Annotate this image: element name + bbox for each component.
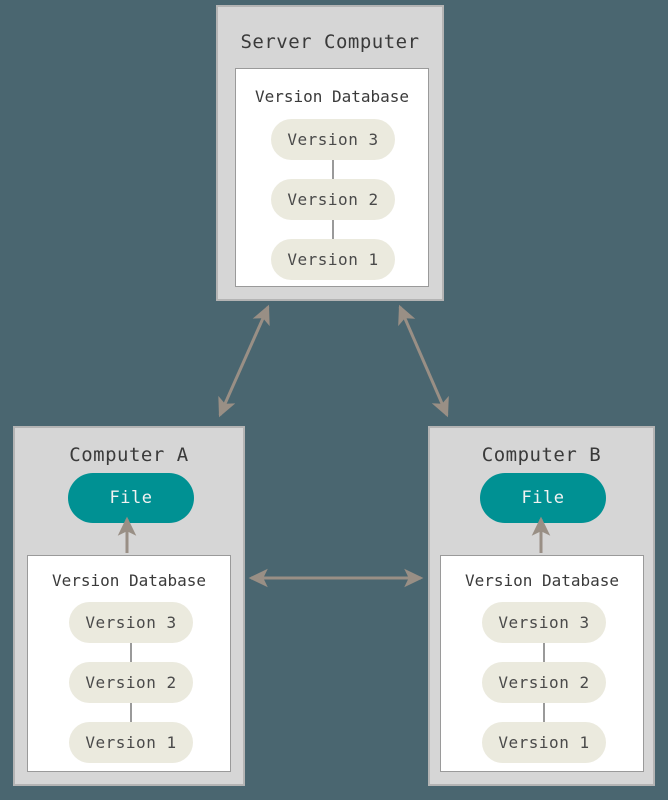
computer-b-version-pill-2[interactable]: Version 2	[482, 662, 606, 703]
computer-a-title: Computer A	[69, 444, 189, 466]
computer-a-version-link-3-2	[130, 643, 132, 662]
server-computer-title: Server Computer	[240, 31, 420, 53]
server-version-pill-1[interactable]: Version 1	[271, 239, 395, 280]
arrow-server-to-computer-b	[398, 304, 449, 418]
server-version-database-box[interactable]: Version Database Version 3 Version 2 Ver…	[235, 68, 429, 287]
computer-a-box[interactable]: Computer A File Version Database Version…	[13, 426, 245, 786]
computer-b-box[interactable]: Computer B File Version Database Version…	[428, 426, 655, 786]
computer-b-version-link-2-1	[543, 703, 545, 722]
computer-a-file-pill[interactable]: File	[68, 473, 194, 523]
computer-a-version-link-2-1	[130, 703, 132, 722]
computer-b-version-database-title: Version Database	[464, 571, 620, 590]
server-computer-box[interactable]: Server Computer Version Database Version…	[216, 5, 444, 301]
computer-b-version-pill-1[interactable]: Version 1	[482, 722, 606, 763]
computer-a-version-database-box[interactable]: Version Database Version 3 Version 2 Ver…	[27, 555, 231, 772]
computer-a-version-pill-1[interactable]: Version 1	[69, 722, 193, 763]
computer-a-version-pill-2[interactable]: Version 2	[69, 662, 193, 703]
computer-b-version-link-3-2	[543, 643, 545, 662]
computer-a-version-database-title: Version Database	[51, 571, 207, 590]
server-version-pill-2[interactable]: Version 2	[271, 179, 395, 220]
arrow-server-to-computer-a	[218, 304, 270, 418]
server-version-pill-3[interactable]: Version 3	[271, 119, 395, 160]
computer-b-version-pill-3[interactable]: Version 3	[482, 602, 606, 643]
server-version-link-3-2	[332, 160, 334, 180]
server-version-link-2-1	[332, 220, 334, 240]
computer-b-file-pill[interactable]: File	[480, 473, 606, 523]
computer-b-version-database-box[interactable]: Version Database Version 3 Version 2 Ver…	[440, 555, 644, 772]
server-version-database-title: Version Database	[254, 87, 410, 106]
computer-b-title: Computer B	[481, 444, 602, 466]
computer-a-version-pill-3[interactable]: Version 3	[69, 602, 193, 643]
